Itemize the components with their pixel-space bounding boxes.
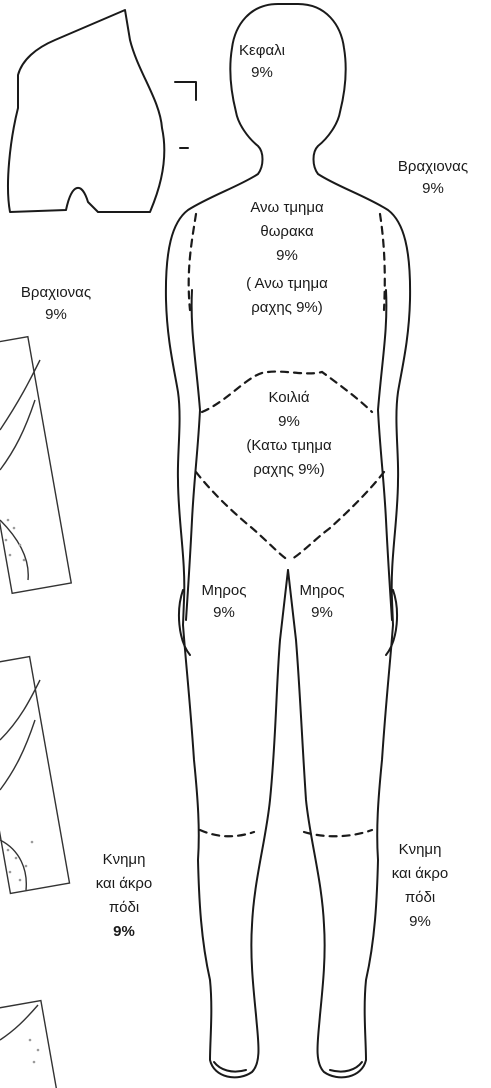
arm-left-pct: 9%	[2, 304, 110, 326]
leg-right-label: Κνημη και άκρο πόδι 9%	[370, 838, 470, 934]
thigh-right-label: Μηρος 9%	[282, 580, 362, 624]
abdomen-label: Κοιλιά 9% (Κατω τμημα ραχης 9%)	[214, 386, 364, 482]
chest-line2: θωρακα	[212, 220, 362, 244]
foot-left	[214, 1062, 246, 1072]
inner-arm-right	[378, 290, 392, 620]
lower-back-line2: ραχης 9%)	[214, 458, 364, 482]
lower-back-line1: (Κατω τμημα	[214, 434, 364, 458]
thigh-right-pct: 9%	[282, 602, 362, 624]
thigh-left-name: Μηρος	[184, 580, 264, 602]
fragment-contour-1	[0, 360, 40, 580]
head-pct: 9%	[232, 62, 292, 84]
arm-left-label: Βραχιονας 9%	[2, 282, 110, 326]
leg-right-line1: Κνημη	[370, 838, 470, 862]
leg-left-line1: Κνημη	[74, 848, 174, 872]
fragment-contour-3	[0, 1005, 38, 1040]
chest-line1: Ανω τμημα	[212, 196, 362, 220]
knee-boundary-left	[200, 830, 254, 836]
leg-right-pct: 9%	[370, 910, 470, 934]
thigh-left-label: Μηρος 9%	[184, 580, 264, 624]
knee-boundary-right	[304, 830, 372, 836]
chest-label: Ανω τμημα θωρακα 9% ( Ανω τμημα ραχης 9%…	[212, 196, 362, 320]
arm-right-pct: 9%	[378, 178, 488, 200]
abdomen-bottom-right	[290, 472, 384, 560]
leg-left-line3: πόδι	[74, 896, 174, 920]
leg-right-line3: πόδι	[370, 886, 470, 910]
arm-left-name: Βραχιονας	[2, 282, 110, 304]
chest-pct: 9%	[212, 244, 362, 268]
abdomen-pct: 9%	[214, 410, 364, 434]
head-label: Κεφαλι 9%	[232, 40, 292, 84]
abdomen-bottom-left	[196, 472, 288, 560]
arm-right-label: Βραχιονας 9%	[378, 156, 488, 200]
abdomen-name: Κοιλιά	[214, 386, 364, 410]
pointer-mark	[175, 82, 196, 100]
chest-boundary-right	[380, 214, 385, 310]
thigh-left-pct: 9%	[184, 602, 264, 624]
inner-arm-left	[186, 290, 200, 620]
leg-left-line2: και άκρο	[74, 872, 174, 896]
upper-back-line2: ραχης 9%)	[212, 296, 362, 320]
head-profile-sketch	[8, 10, 164, 212]
foot-right	[330, 1062, 362, 1072]
thigh-right-name: Μηρος	[282, 580, 362, 602]
arm-right-name: Βραχιονας	[378, 156, 488, 178]
leg-left-pct: 9%	[74, 920, 174, 944]
leg-left-label: Κνημη και άκρο πόδι 9%	[74, 848, 174, 944]
fragment-contour-2	[0, 680, 40, 890]
upper-back-line1: ( Ανω τμημα	[212, 272, 362, 296]
leg-right-line2: και άκρο	[370, 862, 470, 886]
fragment-panel-3	[0, 1001, 58, 1088]
head-name: Κεφαλι	[232, 40, 292, 62]
